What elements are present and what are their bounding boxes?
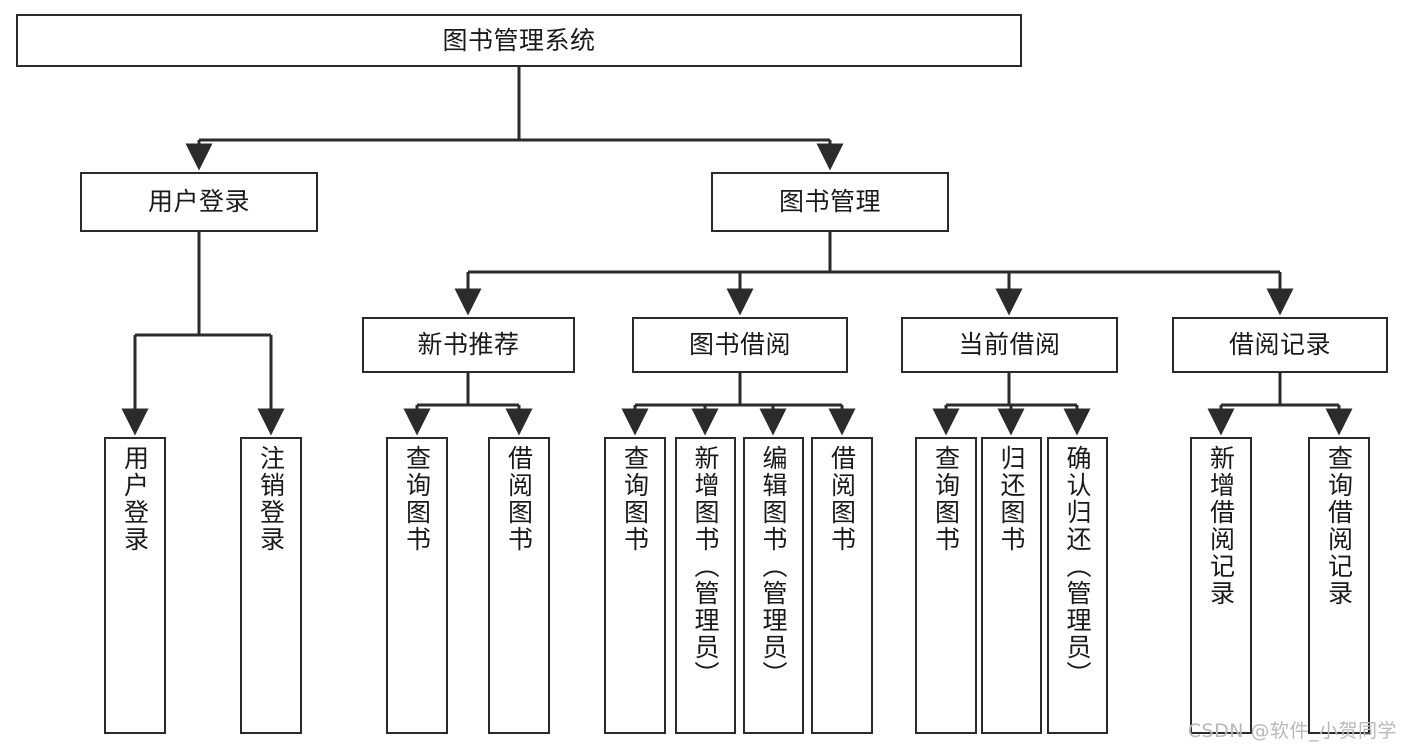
- node-label: 图书管理系统: [442, 25, 596, 55]
- node-current-borrow[interactable]: 当前借阅: [901, 317, 1118, 373]
- node-label: 归还图书: [997, 445, 1026, 553]
- leaf-newbook-borrow-book[interactable]: 借阅图书: [488, 437, 550, 734]
- node-book-borrow[interactable]: 图书借阅: [632, 317, 848, 373]
- node-user-login[interactable]: 用户登录: [80, 172, 318, 232]
- node-label: 用户登录: [147, 187, 250, 217]
- node-label: 借阅记录: [1228, 330, 1331, 360]
- node-book-management[interactable]: 图书管理: [711, 172, 949, 232]
- node-label: 注销登录: [256, 445, 286, 553]
- node-label: 查询图书: [620, 445, 650, 553]
- leaf-newbook-query-book[interactable]: 查询图书: [386, 437, 448, 734]
- node-label: 查询图书: [402, 445, 432, 553]
- node-label: 新书推荐: [417, 330, 520, 360]
- node-root-book-management-system[interactable]: 图书管理系统: [16, 14, 1022, 67]
- node-label: 查询借阅记录: [1324, 445, 1354, 607]
- leaf-record-add-record[interactable]: 新增借阅记录: [1190, 437, 1252, 734]
- node-label: 借阅图书: [504, 445, 534, 553]
- node-label: 新增图书（管理员）: [691, 445, 720, 688]
- node-label: 新增借阅记录: [1206, 445, 1236, 607]
- leaf-borrow-query-book[interactable]: 查询图书: [604, 437, 666, 734]
- watermark-text: CSDN @软件_小贺同学: [1187, 720, 1397, 742]
- leaf-borrow-edit-book-admin[interactable]: 编辑图书（管理员）: [743, 437, 804, 734]
- node-label: 借阅图书: [827, 445, 857, 553]
- leaf-record-query-record[interactable]: 查询借阅记录: [1308, 437, 1370, 734]
- leaf-user-login-signout[interactable]: 注销登录: [240, 437, 302, 734]
- leaf-current-confirm-return-admin[interactable]: 确认归还（管理员）: [1047, 437, 1108, 734]
- node-label: 当前借阅: [958, 330, 1061, 360]
- node-label: 图书管理: [778, 187, 881, 217]
- leaf-current-return-book[interactable]: 归还图书: [981, 437, 1042, 734]
- node-label: 图书借阅: [688, 330, 791, 360]
- node-label: 确认归还（管理员）: [1063, 445, 1092, 688]
- leaf-user-login-signin[interactable]: 用户登录: [104, 437, 166, 734]
- leaf-borrow-add-book-admin[interactable]: 新增图书（管理员）: [675, 437, 736, 734]
- node-label: 查询图书: [931, 445, 961, 553]
- node-new-book-recommend[interactable]: 新书推荐: [362, 317, 575, 373]
- node-label: 用户登录: [120, 445, 150, 553]
- node-borrow-record[interactable]: 借阅记录: [1172, 317, 1388, 373]
- leaf-current-query-book[interactable]: 查询图书: [915, 437, 977, 734]
- node-label: 编辑图书（管理员）: [759, 445, 788, 688]
- leaf-borrow-borrow-book[interactable]: 借阅图书: [811, 437, 873, 734]
